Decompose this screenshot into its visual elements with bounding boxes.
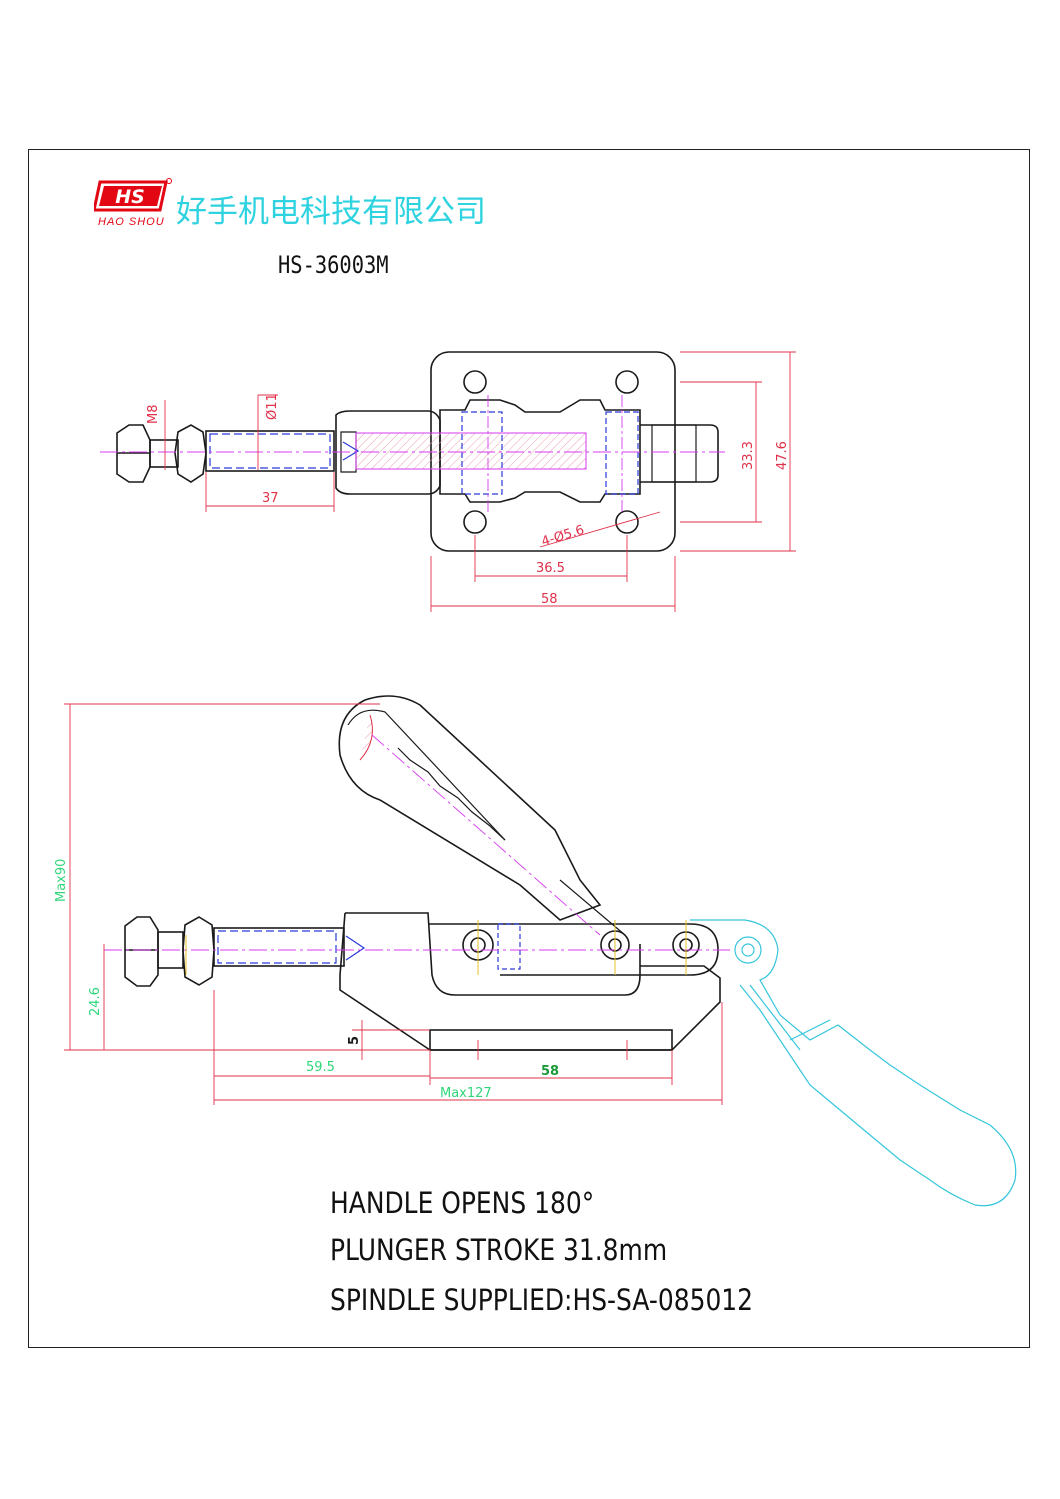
label-holes: 4-Ø5.6 — [540, 523, 586, 550]
handle — [338, 695, 602, 921]
clamp-body — [345, 912, 641, 996]
base-foot — [339, 965, 721, 1051]
spindle — [149, 439, 179, 468]
label-59-5: 59.5 — [306, 1060, 335, 1075]
note-plunger-stroke: PLUNGER STROKE 31.8mm — [330, 1233, 668, 1267]
label-d11: Ø11 — [265, 393, 280, 420]
side-view-dimensions — [64, 703, 723, 1105]
bolt-head-side — [124, 916, 159, 987]
top-view-dimensions — [164, 351, 796, 612]
plunger-section — [355, 432, 587, 470]
dim-hole-leader — [539, 511, 661, 548]
top-view — [100, 351, 725, 552]
label-max127: Max127 — [440, 1086, 492, 1101]
linkage-body — [439, 399, 641, 503]
plunger-rod-side — [213, 927, 345, 967]
label-24-6: 24.6 — [88, 987, 103, 1016]
label-58-top: 58 — [541, 592, 558, 607]
handle-open-phantom — [690, 919, 1017, 1207]
label-max90: Max90 — [54, 859, 69, 902]
hs-logo: HS — [92, 178, 172, 214]
brand-name: HAO SHOU — [98, 216, 165, 228]
side-view — [104, 695, 730, 1051]
base-flange — [429, 1029, 673, 1051]
lock-nut-side — [182, 916, 215, 986]
lock-nut — [174, 424, 207, 483]
mount-hole — [463, 370, 487, 394]
note-spindle-supplied: SPINDLE SUPPLIED:HS-SA-085012 — [330, 1283, 754, 1317]
label-36-5: 36.5 — [536, 561, 565, 576]
plunger-rod — [205, 430, 335, 472]
label-58-side: 58 — [541, 1064, 559, 1079]
label-33-3: 33.3 — [741, 441, 756, 470]
label-37: 37 — [262, 491, 279, 506]
label-m8: M8 — [146, 405, 161, 425]
mount-hole — [615, 370, 639, 394]
label-47-6: 47.6 — [775, 441, 790, 470]
company-name: 好手机电科技有限公司 — [176, 194, 486, 230]
handle-end — [640, 424, 719, 483]
mount-hole — [615, 510, 639, 534]
label-5: 5 — [347, 1036, 362, 1045]
note-handle-opens: HANDLE OPENS 180° — [330, 1186, 595, 1220]
mount-hole — [463, 510, 487, 534]
brand-mark: HS — [115, 186, 145, 208]
model-number: HS-36003M — [278, 251, 389, 279]
drawing-frame — [28, 149, 1030, 1348]
